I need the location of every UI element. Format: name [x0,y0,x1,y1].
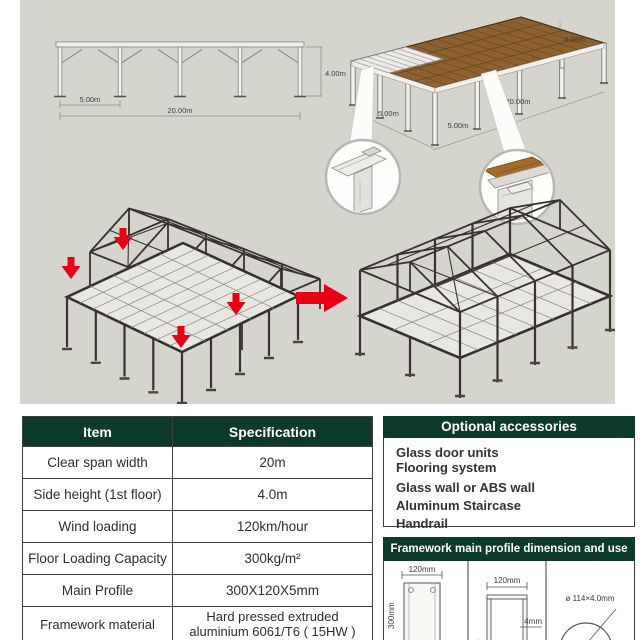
elevation-height-dimension: 4.00m [325,69,346,78]
spec-table: Item Specification Clear span width 20m … [22,416,373,640]
deck-length-dimension: 20.00m [505,97,530,106]
profile-drawing-round: ø 114×4.0mm [560,594,617,640]
profile-drawings-svg: 120mm 300mm 120mm 4mm 230mm [387,561,617,640]
deck-3d-drawing: 4.00m 20.00m 5.00m 5.00m [349,16,608,151]
profile3-diameter-label: ø 114×4.0mm [566,594,615,603]
accessories-list: Glass door units Flooring system Glass w… [383,438,635,531]
right-arrow-icon [296,284,348,312]
profile-drawing-channel: 120mm 4mm 230mm [474,576,542,640]
table-row: Clear span width 20m [22,446,373,479]
spec-value-cell: Hard pressed extruded aluminium 6061/T6 … [172,606,373,640]
list-item: Aluminum Staircase [396,498,521,513]
table-row: Floor Loading Capacity 300kg/m² [22,542,373,575]
profile2-thickness-label: 4mm [524,617,542,626]
profile-drawing-tube: 120mm 300mm [387,565,443,640]
list-item: Flooring system [396,460,497,475]
structure-drawings: 5.00m 20.00m 4.00m [54,16,615,405]
table-row: Wind loading 120km/hour [22,510,373,543]
profile1-height-label: 300mm [387,602,396,629]
deck-bay-far-dimension: 5.00m [378,109,399,118]
table-row: Framework material Hard pressed extruded… [22,606,373,640]
list-item: Handrail [396,516,449,531]
spec-value-cell: 20m [172,446,373,479]
list-item: Glass wall or ABS wall [396,480,535,495]
profile-dimension-panel: Framework main profile dimension and use… [383,537,635,640]
spec-item-cell: Framework material [22,606,173,640]
corner-joint-detail [324,65,402,216]
table-row: Main Profile 300X120X5mm [22,574,373,607]
list-item: Glass door units [396,445,499,460]
spec-table-header-row: Item Specification [22,416,373,447]
illustration-canvas: 5.00m 20.00m 4.00m [20,0,615,405]
elevation-drawing: 5.00m 20.00m 4.00m [54,41,346,120]
spec-item-cell: Wind loading [22,510,173,543]
spec-value-cell: 120km/hour [172,510,373,543]
spec-item-cell: Floor Loading Capacity [22,542,173,575]
spec-header-item: Item [22,416,173,447]
assembled-frame-drawing [355,199,615,398]
profile-drawings: 120mm 300mm 120mm 4mm 230mm [383,561,635,640]
spec-item-cell: Side height (1st floor) [22,478,173,511]
profile-panel-title: Framework main profile dimension and use [383,537,635,561]
table-row: Side height (1st floor) 4.0m [22,478,373,511]
spec-header-specification: Specification [172,416,373,447]
profile2-height-label: 230mm [474,639,483,640]
deck-bay-dimension: 5.00m [448,121,469,130]
spec-value-cell: 4.0m [172,478,373,511]
down-arrow-icon [61,228,246,348]
profile1-width-label: 120mm [409,565,436,574]
spec-item-cell: Main Profile [22,574,173,607]
spec-value-cell: 300X120X5mm [172,574,373,607]
spec-item-cell: Clear span width [22,446,173,479]
spec-value-cell: 300kg/m² [172,542,373,575]
accessories-title: Optional accessories [383,416,635,438]
elevation-bay-dimension: 5.00m [80,95,101,104]
floor-joint-detail [478,69,556,226]
exploded-frame-drawing [61,207,321,405]
profile2-width-label: 120mm [494,576,521,585]
deck-height-dimension: 4.00m [564,35,585,44]
accessories-panel: Optional accessories Glass door units Fl… [383,416,635,531]
elevation-total-dimension: 20.00m [167,106,192,115]
